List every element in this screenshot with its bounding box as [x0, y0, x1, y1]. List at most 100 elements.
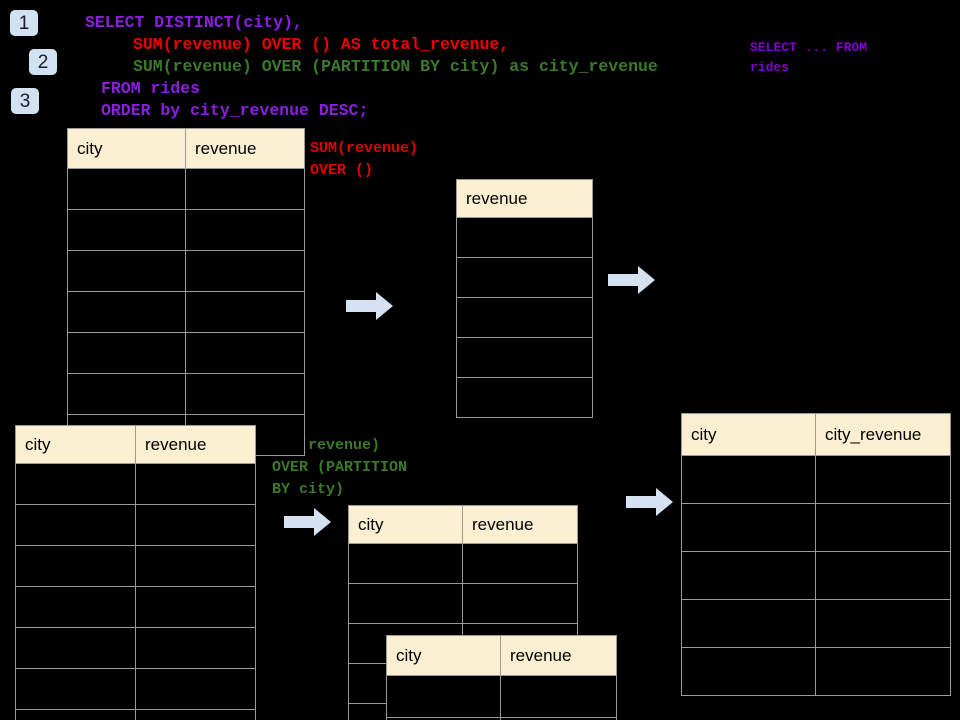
- table-cell-empty: [135, 504, 256, 546]
- table-header-row: revenue: [456, 179, 593, 218]
- table-cell-empty: [67, 332, 186, 374]
- column-header-revenue: revenue: [185, 128, 305, 169]
- annotation-sum-over-empty: SUM(revenue) OVER (): [310, 140, 419, 179]
- table-cell-empty: [500, 675, 617, 718]
- sql-query-block: SELECT DISTINCT(city),SUM(revenue) OVER …: [85, 12, 658, 122]
- side-note-select-from-rides: SELECT ... FROM rides: [750, 40, 868, 75]
- table-row: [15, 545, 256, 587]
- table-row: [67, 250, 305, 292]
- table-cell-empty: [15, 668, 136, 710]
- table-cell-empty: [456, 217, 593, 258]
- table-cell-empty: [185, 209, 305, 251]
- table-row: [456, 297, 593, 338]
- table-cell-empty: [15, 627, 136, 669]
- table-row: [15, 463, 256, 505]
- table-row: [456, 257, 593, 298]
- sql-line-5: ORDER by city_revenue DESC;: [101, 101, 369, 120]
- table-row: [67, 168, 305, 210]
- table-row: [681, 551, 951, 600]
- table-cell-empty: [67, 373, 186, 415]
- table-cell-empty: [67, 168, 186, 210]
- table-row: [67, 291, 305, 333]
- step-badge-2: 2: [29, 49, 57, 75]
- column-header-city: city: [15, 425, 136, 464]
- table-cell-empty: [67, 209, 186, 251]
- table-row: [67, 373, 305, 415]
- table-cell-empty: [500, 717, 617, 720]
- table-row: [67, 332, 305, 374]
- table-cell-empty: [681, 455, 816, 504]
- table-row: [681, 599, 951, 648]
- table-cell-empty: [462, 583, 578, 624]
- table-cell-empty: [456, 377, 593, 418]
- table-cell-empty: [67, 250, 186, 292]
- table-cell-empty: [681, 551, 816, 600]
- table-row: [681, 455, 951, 504]
- table-row: [67, 209, 305, 251]
- table-cell-empty: [456, 337, 593, 378]
- table-row: [681, 503, 951, 552]
- arrow-source-to-total-icon: [346, 292, 393, 320]
- column-header-city: city: [67, 128, 186, 169]
- table-cell-empty: [185, 373, 305, 415]
- table-cell-empty: [815, 647, 951, 696]
- table-cell-empty: [135, 709, 256, 720]
- column-header-city: city: [681, 413, 816, 456]
- table-cell-empty: [185, 291, 305, 333]
- column-header-revenue: revenue: [456, 179, 593, 218]
- total-revenue-table: revenue: [456, 179, 593, 418]
- column-header-city: city: [386, 635, 501, 676]
- table-row: [456, 337, 593, 378]
- table-cell-empty: [185, 168, 305, 210]
- table-cell-empty: [815, 599, 951, 648]
- table-cell-empty: [348, 583, 463, 624]
- table-row: [386, 717, 617, 720]
- table-cell-empty: [135, 668, 256, 710]
- table-cell-empty: [456, 297, 593, 338]
- column-header-revenue: revenue: [462, 505, 578, 544]
- table-cell-empty: [185, 250, 305, 292]
- table-cell-empty: [135, 627, 256, 669]
- table-cell-empty: [15, 709, 136, 720]
- column-header-revenue: revenue: [500, 635, 617, 676]
- step-badge-3: 3: [11, 88, 39, 114]
- table-cell-empty: [135, 586, 256, 628]
- step-badge-1: 1: [10, 10, 38, 36]
- table-cell-empty: [815, 455, 951, 504]
- table-cell-empty: [15, 504, 136, 546]
- table-cell-empty: [456, 257, 593, 298]
- table-row: [15, 668, 256, 710]
- table-cell-empty: [15, 545, 136, 587]
- table-cell-empty: [681, 503, 816, 552]
- table-cell-empty: [462, 543, 578, 584]
- column-header-city-revenue: city_revenue: [815, 413, 951, 456]
- table-cell-empty: [681, 647, 816, 696]
- table-row: [15, 627, 256, 669]
- table-cell-empty: [15, 586, 136, 628]
- sql-line-4: FROM rides: [101, 79, 201, 98]
- table-row: [386, 675, 617, 718]
- arrow-total-to-result-icon: [608, 266, 655, 294]
- column-header-city: city: [348, 505, 463, 544]
- table-cell-empty: [135, 545, 256, 587]
- table-cell-empty: [15, 463, 136, 505]
- table-cell-empty: [815, 551, 951, 600]
- table-row: [15, 504, 256, 546]
- table-row: [348, 583, 578, 624]
- table-row: [348, 543, 578, 584]
- table-cell-empty: [386, 675, 501, 718]
- table-row: [456, 217, 593, 258]
- table-row: [456, 377, 593, 418]
- column-header-revenue: revenue: [135, 425, 256, 464]
- arrow-partition-to-result-icon: [626, 488, 673, 516]
- sql-line-2: SUM(revenue) OVER () AS total_revenue,: [133, 35, 510, 54]
- table-cell-empty: [815, 503, 951, 552]
